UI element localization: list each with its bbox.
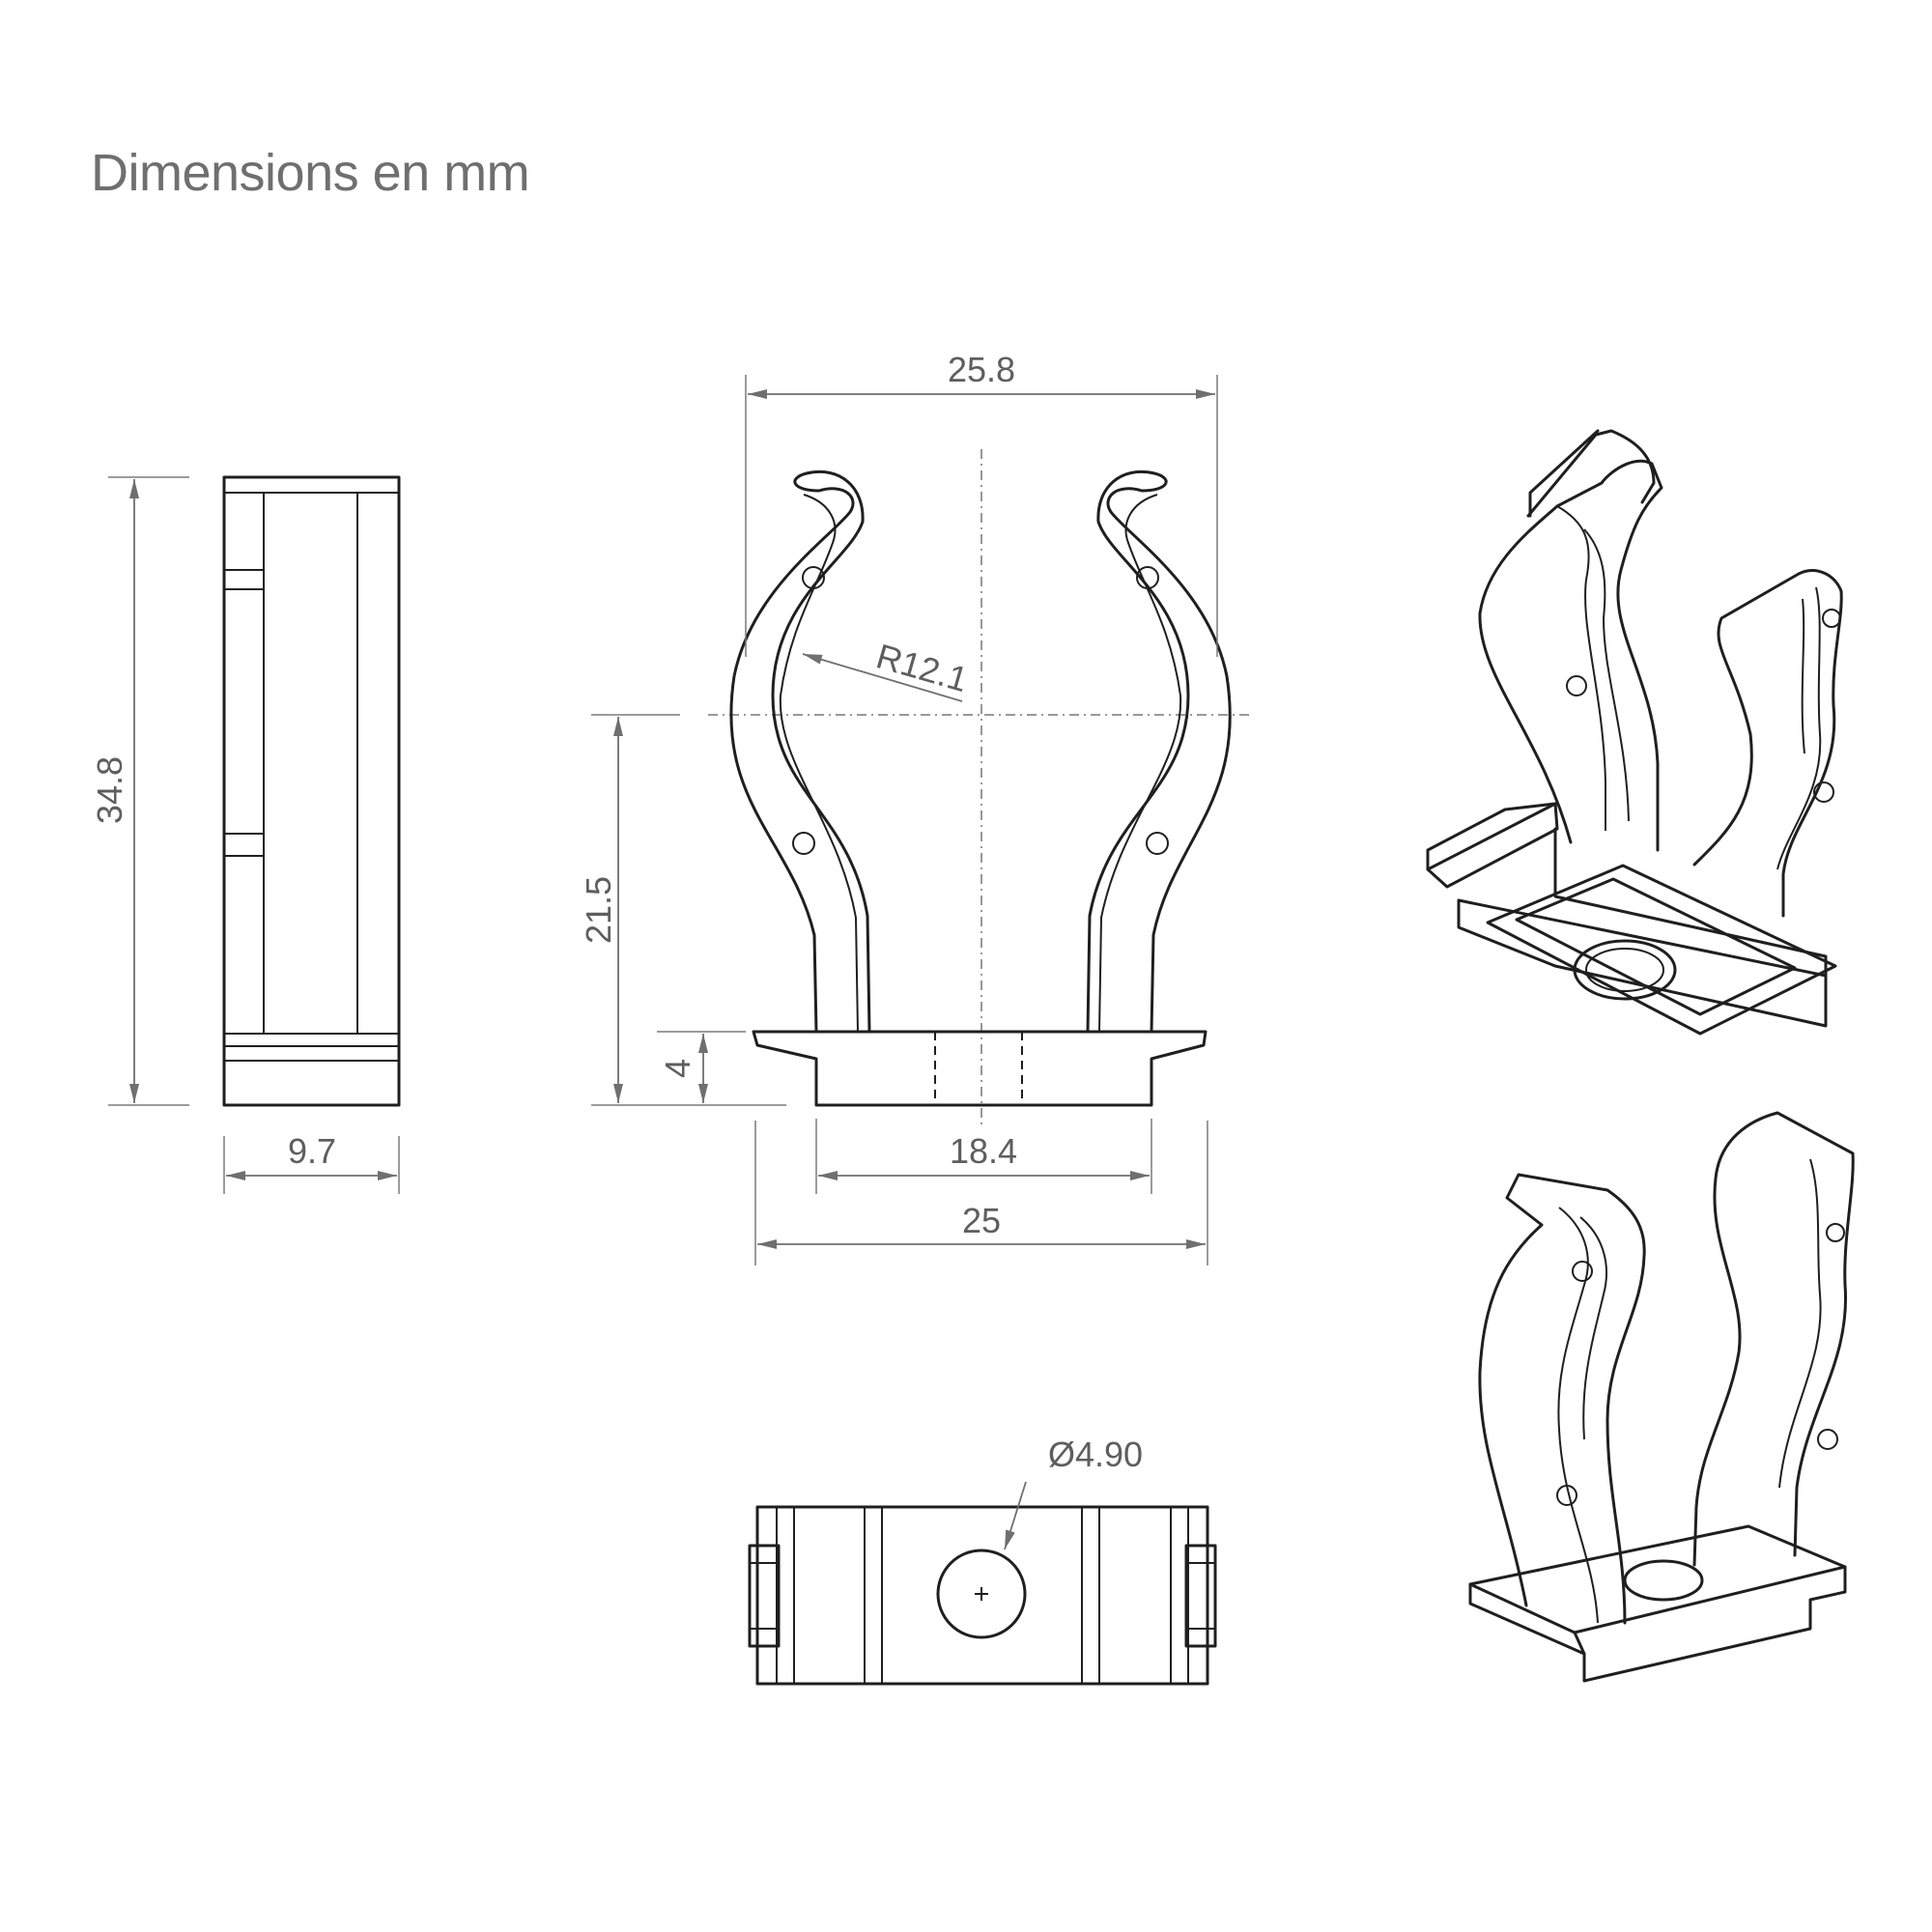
page-title: Dimensions en mm [91,144,530,202]
side-view [222,475,401,1107]
front-view [708,449,1254,1128]
dim-radius: R12.1 [802,636,972,702]
dim-hole-diameter: Ø4.90 [1004,1435,1143,1550]
dim-hole-diameter-label: Ø4.90 [1048,1435,1143,1474]
dim-base-inner-label: 18.4 [950,1131,1017,1171]
dim-width-top-label: 25.8 [948,350,1015,389]
dim-base-thickness: 4 [657,1031,746,1103]
mounting-hole [936,1548,1027,1639]
dim-width-side-label: 9.7 [288,1131,336,1171]
right-clip-arm [1086,470,1232,1034]
dim-base-inner: 18.4 [815,1119,1152,1194]
dim-height-axis: 21.5 [579,714,786,1106]
dim-width-side: 9.7 [223,1131,400,1194]
isometric-view-top [1426,429,1843,1036]
isometric-view-bottom [1468,1111,1855,1683]
dim-base-thickness-label: 4 [658,1059,697,1078]
dim-width-top: 25.8 [745,350,1218,657]
dim-base-outer: 25 [754,1121,1208,1265]
dim-height-total: 34.8 [90,476,189,1106]
left-clip-arm [729,470,871,1034]
dim-base-outer-label: 25 [962,1201,1001,1240]
dim-height-axis-label: 21.5 [579,876,618,944]
bottom-view [748,1505,1217,1686]
dim-height-total-label: 34.8 [90,756,129,824]
